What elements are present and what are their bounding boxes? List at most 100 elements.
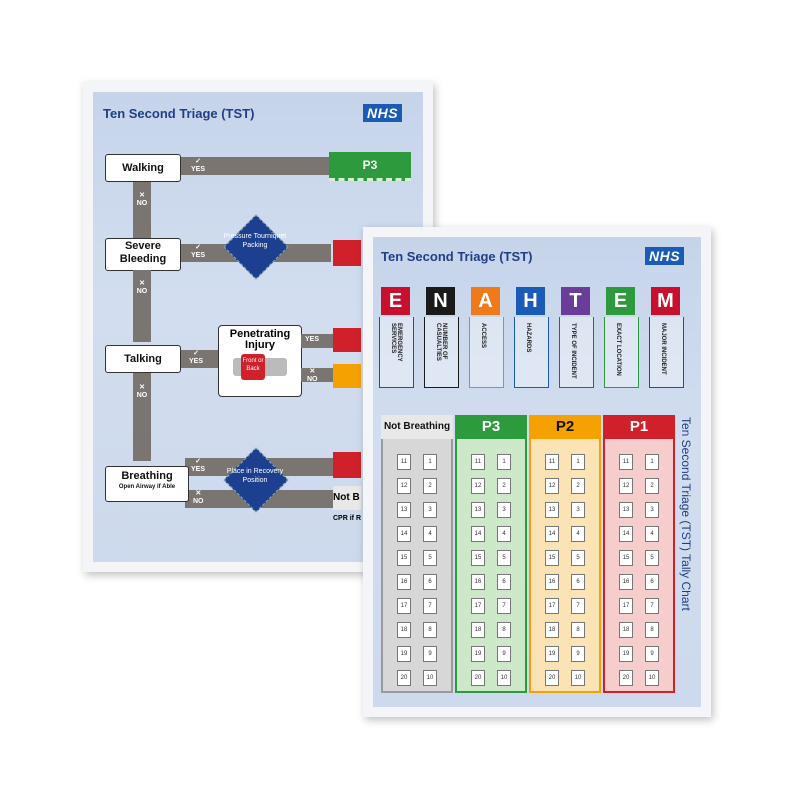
tally-cell[interactable]: 1 — [645, 454, 659, 470]
tally-cell[interactable]: 3 — [645, 502, 659, 518]
tally-cell[interactable]: 9 — [497, 646, 511, 662]
tally-cell[interactable]: 17 — [471, 598, 485, 614]
talking-yes-label: ✓YES — [189, 350, 204, 365]
tally-cell[interactable]: 3 — [571, 502, 585, 518]
walking-box: Walking — [105, 154, 181, 182]
tally-cell[interactable]: 13 — [619, 502, 633, 518]
tally-cell[interactable]: 5 — [497, 550, 511, 566]
tally-cell[interactable]: 12 — [619, 478, 633, 494]
breathing-no-label: ✕NO — [193, 490, 204, 505]
tally-cell[interactable]: 6 — [497, 574, 511, 590]
tally-cell[interactable]: 19 — [397, 646, 411, 662]
tally-cell[interactable]: 4 — [497, 526, 511, 542]
tally-cell[interactable]: 10 — [645, 670, 659, 686]
ethane-letter-5: E — [606, 287, 635, 315]
tally-cell[interactable]: 6 — [423, 574, 437, 590]
recovery-diamond-text: Place in Recovery Position — [226, 468, 284, 484]
penetrating-yes-label: YES — [305, 336, 320, 343]
tally-cell[interactable]: 12 — [471, 478, 485, 494]
tally-cell[interactable]: 11 — [619, 454, 633, 470]
tally-cell[interactable]: 20 — [397, 670, 411, 686]
tally-cell[interactable]: 19 — [471, 646, 485, 662]
tally-cell[interactable]: 16 — [471, 574, 485, 590]
tally-cell[interactable]: 14 — [471, 526, 485, 542]
tally-cell[interactable]: 15 — [619, 550, 633, 566]
tally-cell[interactable]: 3 — [423, 502, 437, 518]
tally-cell[interactable]: 6 — [645, 574, 659, 590]
p3-tag: P3 — [329, 152, 411, 181]
tally-cell[interactable]: 12 — [545, 478, 559, 494]
tally-cell[interactable]: 8 — [497, 622, 511, 638]
tally-cell[interactable]: 7 — [571, 598, 585, 614]
bleeding-yes-label: ✓YES — [191, 244, 206, 259]
tally-cell[interactable]: 2 — [423, 478, 437, 494]
tally-cell[interactable]: 8 — [423, 622, 437, 638]
tally-cell[interactable]: 10 — [423, 670, 437, 686]
tally-cell[interactable]: 7 — [497, 598, 511, 614]
tally-cell[interactable]: 16 — [397, 574, 411, 590]
tally-cell[interactable]: 8 — [571, 622, 585, 638]
front-back-label: Front or Back — [242, 358, 264, 372]
tally-cell[interactable]: 15 — [471, 550, 485, 566]
tally-cell[interactable]: 2 — [645, 478, 659, 494]
severe-bleeding-box: Severe Bleeding — [105, 238, 181, 271]
tally-cell[interactable]: 16 — [619, 574, 633, 590]
tally-column-0 — [381, 415, 453, 693]
tally-cell[interactable]: 18 — [619, 622, 633, 638]
tally-cell[interactable]: 20 — [471, 670, 485, 686]
tally-cell[interactable]: 11 — [397, 454, 411, 470]
tally-cell[interactable]: 20 — [545, 670, 559, 686]
tally-cell[interactable]: 15 — [545, 550, 559, 566]
tally-cell[interactable]: 16 — [545, 574, 559, 590]
tally-cell[interactable]: 9 — [645, 646, 659, 662]
tally-cell[interactable]: 19 — [619, 646, 633, 662]
tally-column-header-3: P1 — [603, 415, 675, 439]
tally-cell[interactable]: 18 — [471, 622, 485, 638]
bleeding-red-tag — [333, 240, 361, 266]
tally-cell[interactable]: 15 — [397, 550, 411, 566]
bleeding-no-label: ✕NO — [136, 280, 148, 295]
tally-cell[interactable]: 7 — [423, 598, 437, 614]
tally-cell[interactable]: 11 — [545, 454, 559, 470]
tally-cell[interactable]: 20 — [619, 670, 633, 686]
tally-cell[interactable]: 1 — [497, 454, 511, 470]
tally-cell[interactable]: 4 — [571, 526, 585, 542]
tally-cell[interactable]: 12 — [397, 478, 411, 494]
tally-cell[interactable]: 9 — [571, 646, 585, 662]
tally-cell[interactable]: 1 — [571, 454, 585, 470]
tally-cell[interactable]: 1 — [423, 454, 437, 470]
tally-cell[interactable]: 2 — [571, 478, 585, 494]
tally-cell[interactable]: 5 — [571, 550, 585, 566]
tally-cell[interactable]: 8 — [645, 622, 659, 638]
tally-cell[interactable]: 13 — [545, 502, 559, 518]
tally-cell[interactable]: 4 — [645, 526, 659, 542]
tally-cell[interactable]: 14 — [397, 526, 411, 542]
tally-cell[interactable]: 14 — [545, 526, 559, 542]
tally-cell[interactable]: 3 — [497, 502, 511, 518]
tally-cell[interactable]: 18 — [397, 622, 411, 638]
tally-cell[interactable]: 4 — [423, 526, 437, 542]
tally-cell[interactable]: 5 — [423, 550, 437, 566]
tally-cell[interactable]: 17 — [397, 598, 411, 614]
tally-cell[interactable]: 17 — [619, 598, 633, 614]
tally-column-header-0: Not Breathing — [381, 415, 453, 439]
torso-red-icon — [241, 354, 265, 380]
breathing-red-tag — [333, 452, 361, 478]
tally-cell[interactable]: 10 — [497, 670, 511, 686]
tally-cell[interactable]: 11 — [471, 454, 485, 470]
ethane-label-2: ACCESS — [480, 323, 486, 349]
tally-cell[interactable]: 5 — [645, 550, 659, 566]
penetrating-injury-box: Penetrating Injury Front or Back — [218, 325, 302, 397]
tally-cell[interactable]: 13 — [471, 502, 485, 518]
tally-cell[interactable]: 18 — [545, 622, 559, 638]
tally-cell[interactable]: 2 — [497, 478, 511, 494]
tally-cell[interactable]: 9 — [423, 646, 437, 662]
tally-cell[interactable]: 10 — [571, 670, 585, 686]
tally-cell[interactable]: 19 — [545, 646, 559, 662]
tally-cell[interactable]: 13 — [397, 502, 411, 518]
tally-cell[interactable]: 14 — [619, 526, 633, 542]
tally-cell[interactable]: 7 — [645, 598, 659, 614]
tally-cell[interactable]: 17 — [545, 598, 559, 614]
tally-cell[interactable]: 6 — [571, 574, 585, 590]
